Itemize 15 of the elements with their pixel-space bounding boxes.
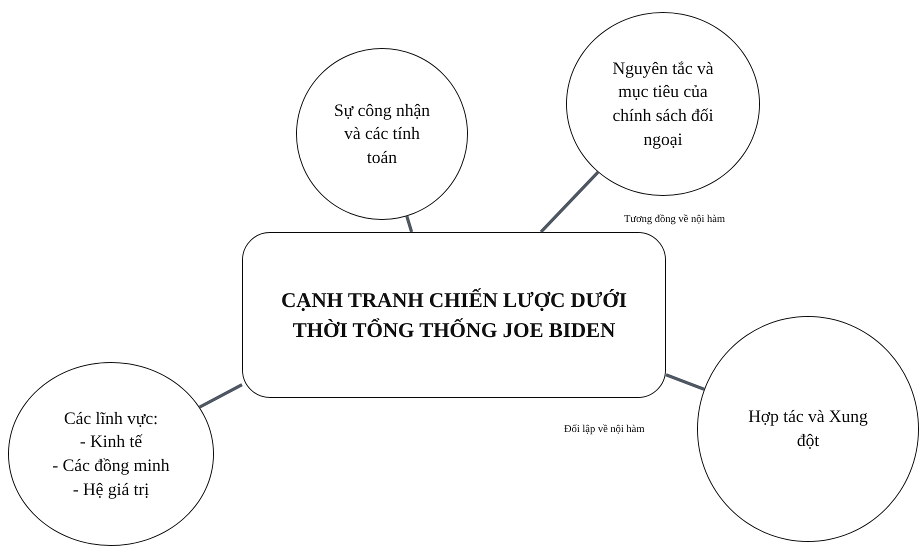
circle-text: Sự công nhận và các tính toán [333, 98, 431, 169]
connector-line [540, 171, 600, 234]
circle-text: - Các đồng minh [52, 454, 170, 477]
connector-line [405, 216, 414, 232]
circle-text: - Kinh tế [80, 430, 142, 454]
circle-text: Hợp tác và Xung đột [747, 405, 869, 452]
connector-line [198, 383, 243, 409]
topic-box [242, 232, 666, 398]
circle-text: - Hệ giá trị [72, 478, 150, 501]
circle-text: Nguyên tắc và mục tiêu của chính sách đối ngoại [611, 56, 715, 151]
topic-title: CẠNH TRANH CHIẾN LƯỢC DƯỚI THỜI TỔNG THỐNG JOE BIDEN [280, 286, 628, 344]
connector-line [665, 373, 705, 391]
circle-text: Các lĩnh vực: [64, 406, 158, 430]
note-text: Đối lập về nội hàm [564, 424, 644, 435]
note-text: Tương đồng về nội hàm [624, 214, 726, 225]
